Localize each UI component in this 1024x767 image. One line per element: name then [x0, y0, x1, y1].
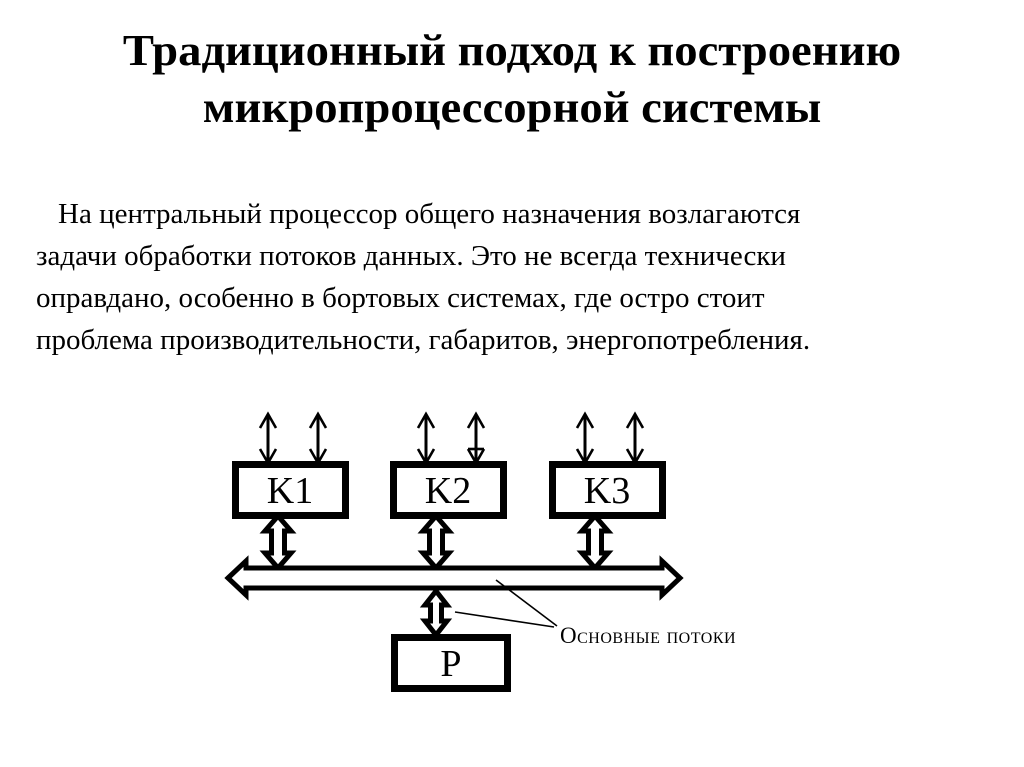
- body-line-4: проблема производительности, габаритов, …: [36, 324, 811, 356]
- body-paragraph: На центральный процессор общего назначен…: [36, 193, 956, 361]
- block-k1[interactable]: K1: [232, 461, 349, 519]
- page-title-line-1: Традиционный подход к построению: [122, 26, 902, 75]
- diagram-svg: K1 K2 K3: [224, 411, 736, 692]
- io-arrow-k2-right: [466, 411, 486, 466]
- io-arrow-k3-right: [625, 411, 645, 466]
- system-architecture-diagram: K1 K2 K3: [210, 398, 830, 708]
- block-p[interactable]: P: [391, 634, 511, 692]
- block-k2[interactable]: K2: [390, 461, 507, 519]
- page-title-line-2: микропроцессорной системы: [202, 83, 822, 132]
- connector-k2-to-bus: [417, 512, 455, 572]
- connector-bus-to-p: [419, 586, 453, 640]
- annotation-leader-lines: [454, 579, 558, 628]
- io-arrow-k1-left: [258, 411, 278, 466]
- block-k3-label: K3: [584, 470, 630, 512]
- connector-k1-to-bus: [259, 512, 297, 572]
- io-arrow-k3-left: [575, 411, 595, 466]
- block-k1-label: K1: [267, 470, 313, 512]
- body-line-2: задачи обработки потоков данных. Это не …: [36, 240, 786, 272]
- body-line-1: На центральный процессор общего назначен…: [58, 198, 801, 230]
- block-k2-label: K2: [425, 470, 471, 512]
- block-k3[interactable]: K3: [549, 461, 666, 519]
- page-title: Традиционный подход к построению микропр…: [30, 22, 994, 136]
- connector-k3-to-bus: [576, 512, 614, 572]
- block-p-label: P: [440, 643, 461, 685]
- body-line-3: оправдано, особенно в бортовых системах,…: [36, 282, 765, 314]
- io-arrow-k1-right: [308, 411, 328, 466]
- io-arrow-k2-left: [416, 411, 436, 466]
- main-flows-label: Основные потоки: [560, 623, 736, 648]
- main-bus[interactable]: [224, 555, 684, 601]
